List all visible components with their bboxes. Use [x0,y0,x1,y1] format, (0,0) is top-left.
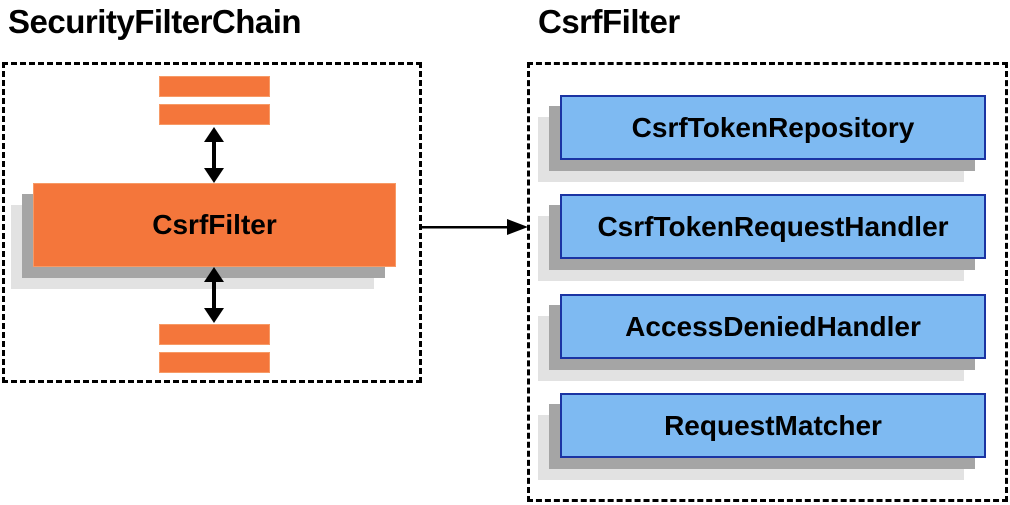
security-filter-chain-title: SecurityFilterChain [8,3,302,40]
bidirectional-arrow-bottom-icon [204,267,224,323]
component-box-csrf-token-repository: CsrfTokenRepository [560,95,986,160]
filter-placeholder-bar-top-2 [159,104,270,125]
csrf-filter-title: CsrfFilter [538,3,680,40]
security-filter-chain-container [2,62,422,383]
component-box-access-denied-handler: AccessDeniedHandler [560,294,986,359]
filter-placeholder-bar-top-1 [159,76,270,97]
filter-placeholder-bar-bottom-1 [159,324,270,345]
component-box-csrf-token-request-handler: CsrfTokenRequestHandler [560,194,986,259]
association-arrow-icon [422,219,528,235]
filter-placeholder-bar-bottom-2 [159,352,270,373]
bidirectional-arrow-top-icon [204,127,224,183]
csrf-filter-container [527,62,1008,502]
component-box-request-matcher: RequestMatcher [560,393,986,458]
csrf-filter-node: CsrfFilter [33,183,396,267]
